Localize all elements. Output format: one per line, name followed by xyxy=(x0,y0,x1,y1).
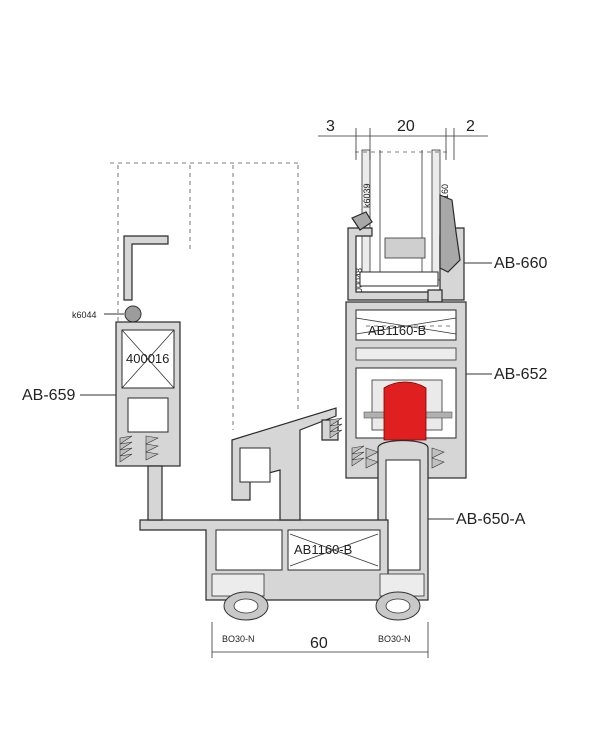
red-insert xyxy=(383,381,427,441)
bottom-seals xyxy=(223,591,421,621)
dim-gap-right: 2 xyxy=(466,118,475,135)
dimension-top: 3 20 2 xyxy=(318,118,488,160)
label-ab-660: AB-660 xyxy=(494,255,547,272)
label-ab1160-b-lower: AB1160-B xyxy=(294,542,352,557)
gaskets xyxy=(119,417,445,469)
leaders xyxy=(80,262,492,658)
label-ab-652: AB-652 xyxy=(494,366,547,383)
label-bo30-n-left: BO30-N xyxy=(222,634,255,644)
label-bo30-n-right: BO30-N xyxy=(378,634,411,644)
reference-lines xyxy=(110,162,300,430)
frame-profile xyxy=(139,407,429,601)
label-400048: 400048 xyxy=(354,268,364,298)
glazing-bead-profile xyxy=(347,194,465,303)
dim-depth: 60 xyxy=(310,635,328,652)
glass-unit xyxy=(355,149,450,281)
label-ab1160-b-upper: AB1160-B xyxy=(368,323,426,338)
label-k6044: k6044 xyxy=(72,310,97,320)
dim-gap-left: 3 xyxy=(326,118,335,135)
label-400016: 400016 xyxy=(126,351,169,366)
label-k6039: k6039 xyxy=(362,183,372,208)
label-ab-650-a: AB-650-A xyxy=(456,511,526,528)
dim-glass: 20 xyxy=(397,118,415,135)
mullion-profile xyxy=(115,235,181,521)
label-ab-659: AB-659 xyxy=(22,387,75,404)
